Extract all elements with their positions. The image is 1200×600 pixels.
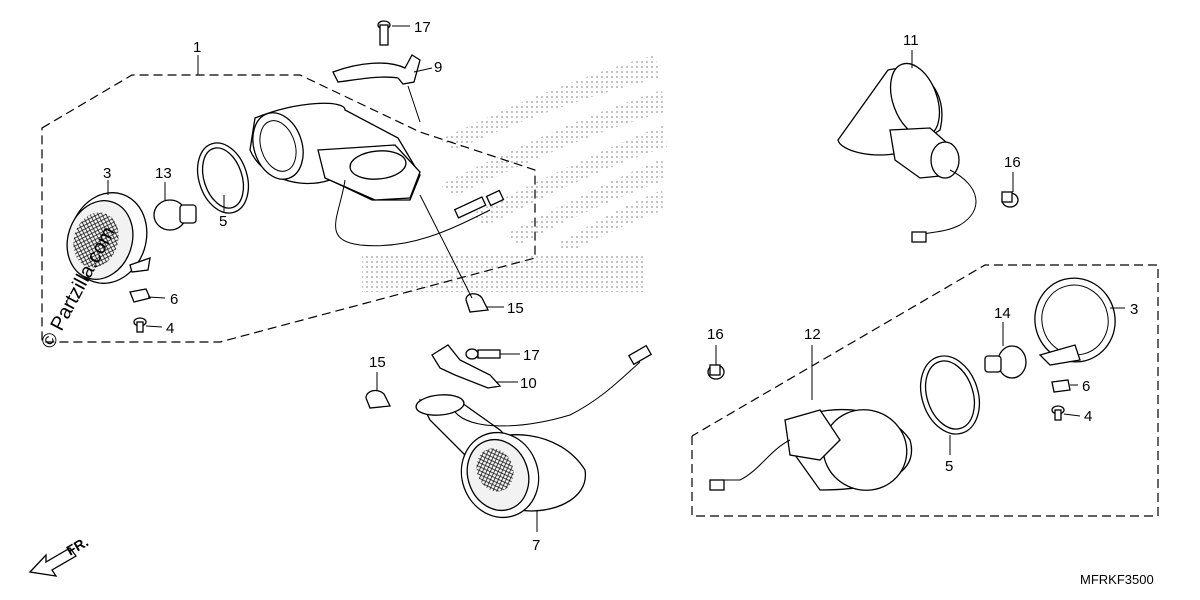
callout-5-left: 5	[219, 213, 227, 230]
grommet-15-left	[365, 389, 392, 409]
bolt-16-right	[707, 364, 725, 380]
callout-17-top: 17	[414, 19, 431, 36]
callout-3-left: 3	[103, 165, 111, 182]
winker-assembly-7	[415, 344, 653, 519]
clip-nut-right	[1051, 379, 1071, 393]
winker-assembly-11	[837, 62, 977, 243]
assembly-box-1	[41, 74, 536, 343]
winker-lens-left	[66, 192, 151, 284]
callout-17-mid: 17	[523, 347, 540, 364]
bolt-17-top	[377, 20, 391, 46]
callout-5-right: 5	[945, 458, 953, 475]
callout-14: 14	[994, 305, 1011, 322]
bracket-9	[332, 54, 421, 85]
callout-13: 13	[155, 165, 172, 182]
rubber-ring-left	[196, 142, 250, 214]
clip-nut-left	[129, 288, 151, 303]
callout-15-left: 15	[369, 354, 386, 371]
bracket-10	[431, 344, 502, 389]
bulb-14	[984, 345, 1027, 379]
callout-4-left: 4	[166, 320, 174, 337]
winker-lens-right	[1034, 277, 1116, 366]
callout-7: 7	[532, 537, 540, 554]
grommet-15-mid	[465, 293, 489, 313]
bolt-17-mid	[465, 348, 501, 360]
drawing-code: MFRKF3500	[1080, 572, 1154, 587]
winker-body-right	[709, 408, 913, 491]
assembly-box-12	[691, 264, 1159, 517]
callout-15-mid: 15	[507, 300, 524, 317]
callout-3-right: 3	[1130, 301, 1138, 318]
honda-wing-logo	[362, 55, 667, 292]
honda-logo-text	[362, 256, 644, 292]
callout-9: 9	[434, 59, 442, 76]
callout-10: 10	[520, 375, 537, 392]
callout-16-right: 16	[707, 326, 724, 343]
callout-6-left: 6	[170, 291, 178, 308]
callout-11: 11	[903, 32, 919, 49]
callout-labels: 1 3 13 5 6 4 17 9 15 15 17 10 7 11 16 16…	[103, 19, 1138, 554]
screw-right	[1051, 405, 1065, 421]
callout-4-right: 4	[1084, 408, 1092, 425]
bolt-16-top	[1001, 191, 1019, 208]
leader-lines	[107, 25, 1125, 532]
rubber-ring-right	[919, 355, 981, 435]
front-direction-indicator: FR.	[28, 533, 91, 577]
callout-6-right: 6	[1082, 378, 1090, 395]
bulb-13	[153, 199, 197, 231]
callout-12: 12	[804, 326, 821, 343]
callout-16-top: 16	[1004, 154, 1021, 171]
screw-left	[133, 317, 147, 333]
winker-body-left	[249, 102, 505, 247]
callout-1: 1	[193, 39, 201, 56]
